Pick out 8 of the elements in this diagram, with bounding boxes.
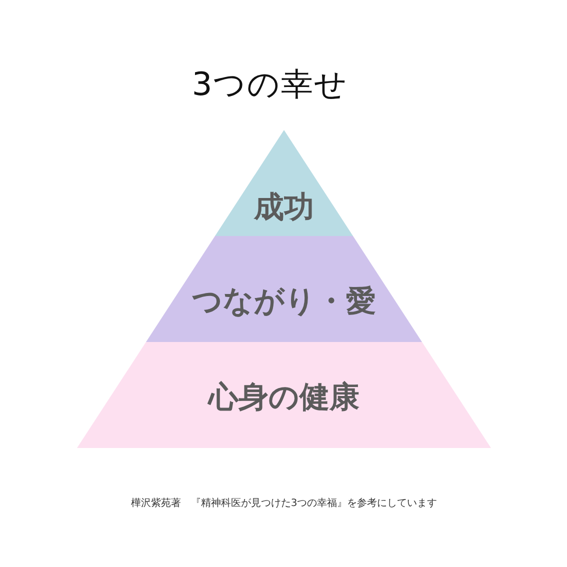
source-note: 樺沢紫苑著 『精神科医が見つけた3つの幸福』を参考にしています bbox=[130, 497, 438, 511]
pyramid-tier bbox=[146, 236, 422, 342]
tier-label: 成功 bbox=[254, 190, 314, 226]
tier-label: つながり・愛 bbox=[192, 284, 376, 320]
pyramid-tier bbox=[77, 342, 491, 448]
tier-label: 心身の健康 bbox=[208, 380, 360, 416]
pyramid-top-triangle bbox=[215, 130, 353, 236]
title: 3つの幸せ bbox=[190, 64, 350, 104]
